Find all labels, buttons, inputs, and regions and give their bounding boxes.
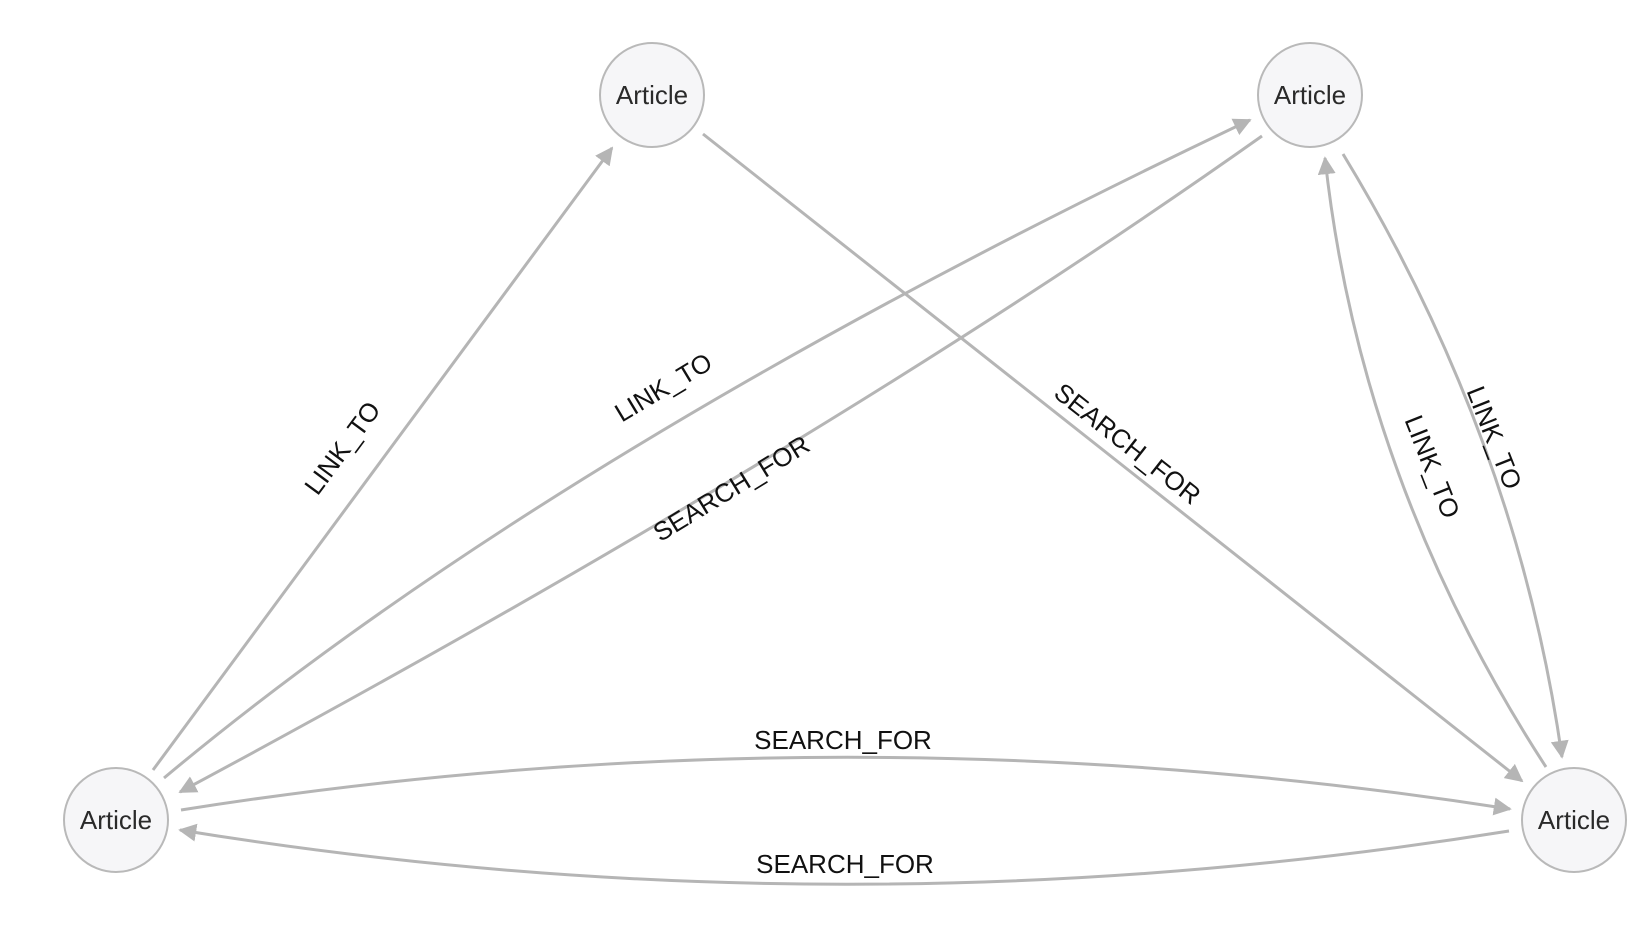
edge-label: SEARCH_FOR (648, 429, 815, 547)
edge-link-to[interactable]: LINK_TO (151, 146, 614, 771)
edge-label: LINK_TO (1461, 382, 1528, 493)
edge-search-for[interactable]: SEARCH_FOR (180, 725, 1512, 816)
edge-label: LINK_TO (1399, 411, 1466, 522)
edge-search-for[interactable]: SEARCH_FOR (178, 823, 1510, 886)
node-article[interactable]: Article (1521, 767, 1627, 873)
node-article[interactable]: Article (599, 42, 705, 148)
node-article[interactable]: Article (63, 767, 169, 873)
node-label: Article (616, 80, 688, 110)
nodes-layer: Article Article Article Article (63, 42, 1627, 873)
node-label: Article (1274, 80, 1346, 110)
node-label: Article (1538, 805, 1610, 835)
edge-search-for[interactable]: SEARCH_FOR (702, 132, 1524, 783)
node-article[interactable]: Article (1257, 42, 1363, 148)
edge-label: SEARCH_FOR (756, 849, 934, 879)
edge-label: LINK_TO (609, 347, 717, 428)
node-label: Article (80, 805, 152, 835)
edges-layer: LINK_TO LINK_TO SEARCH_FOR SEARCH_FOR LI… (151, 118, 1569, 886)
edge-label: SEARCH_FOR (754, 725, 932, 755)
edge-label: LINK_TO (298, 396, 386, 501)
edge-label: SEARCH_FOR (1049, 377, 1207, 511)
